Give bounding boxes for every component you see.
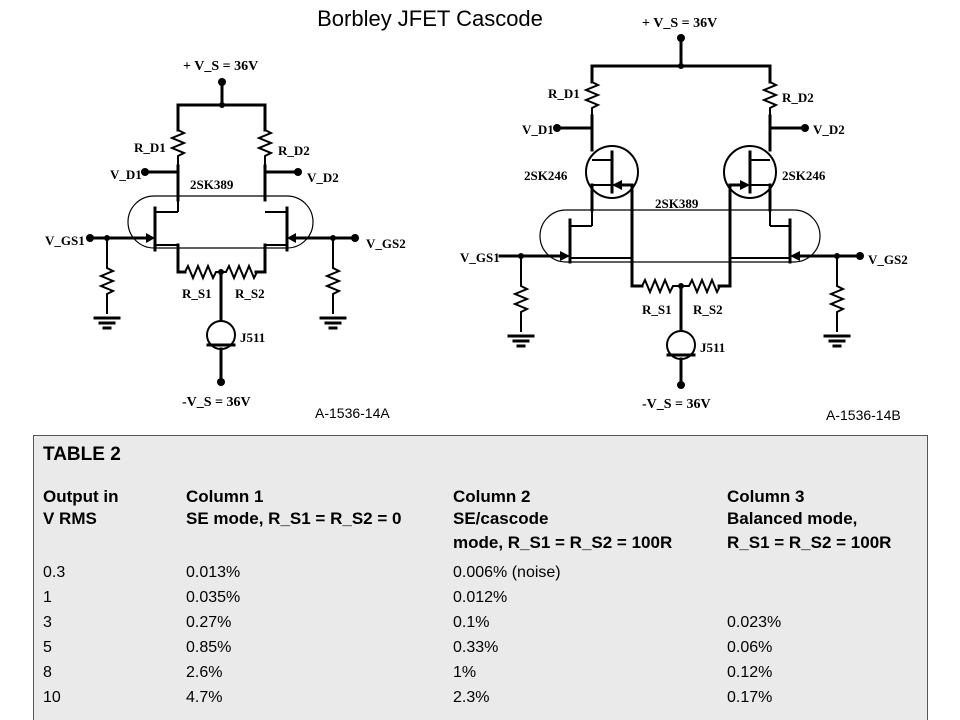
rd1-label-a: R_D1: [134, 140, 166, 155]
table-cell: 0.013%: [186, 564, 241, 581]
header-col2-line2: SE/cascode: [453, 509, 549, 528]
table-cell: 5: [43, 639, 52, 656]
header-col1-line2: SE mode, R_S1 = R_S2 = 0: [186, 509, 402, 528]
rs1-label-a: R_S1: [182, 286, 212, 301]
diagram-b: [498, 34, 864, 389]
rd1-resistor-b: [583, 81, 601, 116]
table-cell: 1: [43, 589, 52, 606]
table-cell: 3: [43, 614, 52, 631]
page-title: Borbley JFET Cascode: [317, 6, 543, 31]
header-col2-line3: mode, R_S1 = R_S2 = 100R: [453, 533, 673, 552]
vs-pos-label-b: + V_S = 36V: [642, 16, 717, 31]
table-cell: 0.023%: [727, 614, 782, 631]
table-cell: 0.12%: [727, 664, 773, 681]
rs1-label-b: R_S1: [642, 302, 672, 317]
table-cell: 2.6%: [186, 664, 223, 681]
dual-jfet-label-a: 2SK389: [190, 177, 234, 192]
table-cell: 0.035%: [186, 589, 241, 606]
table-title: TABLE 2: [43, 444, 121, 465]
j511-label-a: J511: [240, 330, 265, 345]
table-cell: 8: [43, 664, 52, 681]
rd1-label-b: R_D1: [548, 86, 580, 101]
rd2-label-a: R_D2: [278, 143, 310, 158]
header-col0-line1: Output in: [43, 487, 119, 506]
circuit-diagrams: + V_S = 36V R_D1 R_D2 V_D1 V_D2 2SK389 V…: [45, 16, 908, 423]
vgs2-label-b: V_GS2: [868, 252, 908, 267]
vd2-label-b: V_D2: [813, 122, 845, 137]
vd1-label-b: V_D1: [522, 122, 554, 137]
figure-code-b: A-1536-14B: [826, 407, 901, 423]
header-col3-line1: Column 3: [727, 487, 805, 506]
cascode-right-label: 2SK246: [782, 168, 826, 183]
vs-pos-label-a: + V_S = 36V: [183, 59, 258, 74]
header-col2-line1: Column 2: [453, 487, 531, 506]
vd2-label-a: V_D2: [307, 170, 339, 185]
table-cell: 0.012%: [453, 589, 508, 606]
rs2-label-b: R_S2: [693, 302, 723, 317]
j511-label-b: J511: [700, 340, 725, 355]
table-cell: 10: [43, 689, 61, 706]
header-col1-line1: Column 1: [186, 487, 264, 506]
table-cell: 0.3: [43, 564, 66, 581]
vd1-label-a: V_D1: [110, 167, 142, 182]
vs-neg-label-b: -V_S = 36V: [642, 397, 711, 412]
distortion-table: TABLE 2 Output in V RMS Column 1 SE mode…: [33, 435, 928, 720]
table-cell: 1%: [453, 664, 477, 681]
figure-code-a: A-1536-14A: [315, 405, 390, 421]
table-cell: 2.3%: [453, 689, 490, 706]
cascode-jfet-left: [585, 145, 639, 199]
rd2-label-b: R_D2: [782, 90, 814, 105]
vgs1-label-a: V_GS1: [45, 233, 85, 248]
rs2-label-a: R_S2: [235, 286, 265, 301]
table-cell: 0.33%: [453, 639, 499, 656]
cascode-left-label: 2SK246: [524, 168, 568, 183]
table-cell: 4.7%: [186, 689, 223, 706]
table-cell: 0.1%: [453, 614, 490, 631]
header-col0-line2: V RMS: [43, 509, 97, 528]
header-col3-line3: R_S1 = R_S2 = 100R: [727, 533, 892, 552]
vs-neg-label-a: -V_S = 36V: [182, 395, 251, 410]
table-cell: 0.006% (noise): [453, 564, 561, 581]
cascode-jfet-right: [723, 145, 777, 199]
rd1-resistor: [169, 129, 187, 166]
table-cell: 0.17%: [727, 689, 773, 706]
dual-jfet-label-b: 2SK389: [655, 196, 699, 211]
table-cell: 0.06%: [727, 639, 773, 656]
vgs1-label-b: V_GS1: [460, 250, 500, 265]
diagram-a: [86, 78, 359, 386]
table-cell: 0.27%: [186, 614, 232, 631]
rd2-resistor-b: [761, 81, 779, 116]
header-col3-line2: Balanced mode,: [727, 509, 858, 528]
rd2-resistor: [256, 129, 274, 166]
table-cell: 0.85%: [186, 639, 232, 656]
vgs2-label-a: V_GS2: [366, 236, 406, 251]
